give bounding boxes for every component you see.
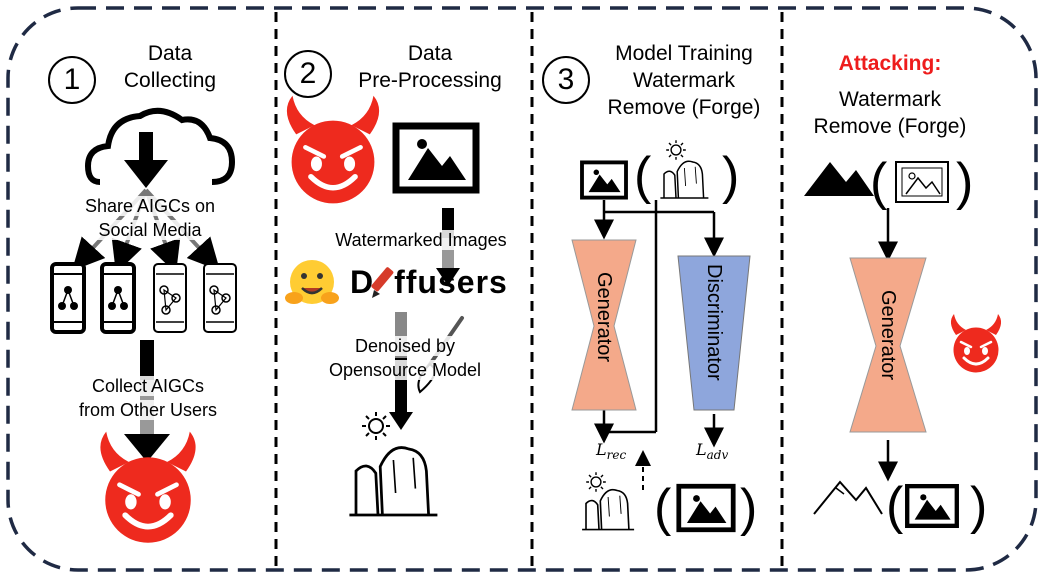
image-frame-icon xyxy=(895,161,949,203)
diffusers-suffix: ffusers xyxy=(394,264,508,300)
step-number-1: 1 xyxy=(48,56,96,104)
image-frame-icon xyxy=(907,486,957,526)
discriminator-block xyxy=(677,255,751,411)
panel4-title: Watermark Remove (Forge) xyxy=(790,86,990,140)
mountain-icon xyxy=(804,162,874,196)
paren-close: ) xyxy=(722,147,740,205)
step-number-2: 2 xyxy=(284,50,332,98)
denoise-label: Denoised by Opensource Model xyxy=(300,334,510,382)
mountain-sun-icon xyxy=(581,471,635,531)
paren-close-p4-bottom: ) xyxy=(970,477,988,535)
collect-line2: from Other Users xyxy=(76,400,220,420)
generator-block xyxy=(849,257,927,433)
panel3-title-line2: Watermark xyxy=(633,69,735,92)
panel3-title-line1: Model Training xyxy=(615,42,753,65)
watermarked-label: Watermarked Images xyxy=(310,228,532,252)
panel2-title-line1: Data xyxy=(407,42,453,65)
panel3-title-line3: Remove (Forge) xyxy=(607,96,761,119)
share-line1: Share AIGCs on xyxy=(82,196,218,216)
denoise-line1: Denoised by xyxy=(352,336,458,356)
paren-close-p4: ) xyxy=(956,153,974,211)
outer-border xyxy=(6,6,1038,572)
loss-adv: Ladv xyxy=(696,440,728,462)
collect-line1: Collect AIGCs xyxy=(89,376,207,396)
training-connectors xyxy=(594,200,724,490)
step-number-3: 3 xyxy=(542,56,590,104)
panel1-title-line1: Data xyxy=(147,42,193,65)
loss-adv-main: L xyxy=(696,440,707,459)
loss-rec-main: L xyxy=(596,440,607,459)
panel1-title: Data Collecting xyxy=(100,40,240,94)
panel2-title-line2: Pre-Processing xyxy=(358,69,502,92)
generator-label-p4: Generator xyxy=(877,290,899,381)
image-frame-icon xyxy=(679,486,733,530)
loss-rec-sub: rec xyxy=(606,448,627,463)
paren-close-bottom: ) xyxy=(740,479,758,537)
loss-rec: Lrec xyxy=(596,440,626,462)
discriminator-label: Discriminator xyxy=(703,264,725,381)
paren-open-p4-bottom: ( xyxy=(886,477,904,535)
panel1-title-line2: Collecting xyxy=(123,69,217,92)
panel2-title: Data Pre-Processing xyxy=(340,40,520,94)
hugging-face-icon xyxy=(285,260,339,304)
panel3-title: Model Training Watermark Remove (Forge) xyxy=(586,40,782,121)
mountain-outline-icon xyxy=(813,480,883,515)
collect-label: Collect AIGCs from Other Users xyxy=(62,374,234,422)
share-line2: Social Media xyxy=(96,220,204,240)
panel4-title-line1: Watermark xyxy=(839,88,941,111)
loss-adv-sub: adv xyxy=(706,448,729,463)
watermarked-text: Watermarked Images xyxy=(333,230,509,250)
image-frame-icon xyxy=(580,160,628,200)
paren-open-bottom: ( xyxy=(654,479,672,537)
generator-block xyxy=(571,239,637,411)
share-label: Share AIGCs on Social Media xyxy=(70,194,230,242)
image-frame-icon xyxy=(396,126,476,190)
panel4-title-line2: Remove (Forge) xyxy=(813,115,967,138)
paren-open-p4: ( xyxy=(870,153,888,211)
denoise-line2: Opensource Model xyxy=(326,360,484,380)
diffusers-prefix: D xyxy=(350,264,375,300)
diffusers-pen-glyph xyxy=(371,267,394,298)
mountain-sun-icon xyxy=(659,139,710,199)
devil-face-icon xyxy=(949,312,1003,374)
devil-face-icon xyxy=(287,96,379,204)
paren-open: ( xyxy=(634,147,652,205)
mountain-sun-icon xyxy=(348,411,439,517)
generator-label: Generator xyxy=(593,272,615,363)
attacking-label: Attacking: xyxy=(838,52,942,75)
cloud-download-icon xyxy=(84,107,236,188)
smartphone-network-icon xyxy=(50,262,237,334)
